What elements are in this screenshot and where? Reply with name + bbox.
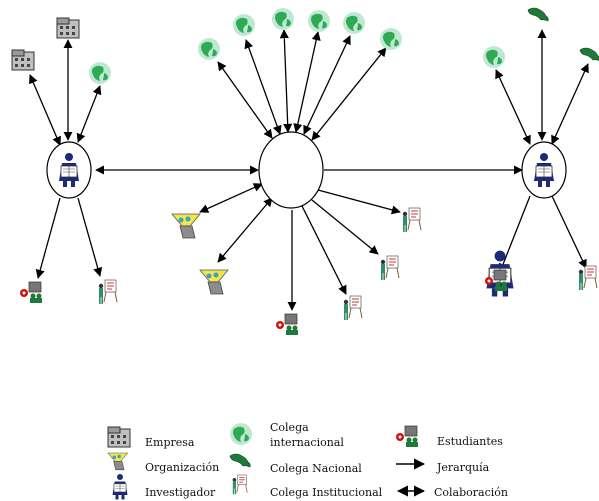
organization-icon	[199, 269, 229, 295]
presenter-icon	[98, 279, 118, 305]
building-icon	[107, 426, 131, 448]
legend-label-organizacion: Organización	[145, 461, 220, 474]
hub-right	[521, 141, 567, 199]
hub-left	[46, 141, 92, 199]
presenter-icon	[232, 474, 248, 495]
legend-label-jerarquia: Jerarquía	[437, 461, 490, 474]
edge-left-globe	[76, 85, 102, 143]
globe-icon	[380, 28, 402, 50]
legend-label-investigador: Investigador	[145, 486, 216, 499]
legend-label-colaboracion: Colaboración	[434, 486, 508, 499]
edge-right-map2	[551, 63, 589, 145]
edge-left-building1	[29, 74, 61, 146]
map-icon	[229, 453, 251, 468]
presenter-icon	[578, 265, 598, 291]
edge-right-inst	[551, 195, 587, 269]
legend-label-colega-nacional: Colega Nacional	[270, 462, 362, 475]
students-icon	[19, 281, 43, 304]
building-icon	[56, 17, 80, 39]
map-icon	[579, 47, 599, 62]
presenter-icon	[343, 295, 363, 321]
presenter-icon	[402, 207, 422, 233]
edge-left-students	[35, 197, 61, 279]
edge-left-inst	[77, 197, 103, 277]
presenter-icon	[380, 255, 400, 281]
map-icon	[527, 7, 549, 22]
legend	[107, 423, 426, 500]
edge-center-top-3	[279, 29, 293, 133]
globe-icon	[233, 14, 255, 36]
globe-icon	[198, 38, 220, 60]
edge-center-top-6	[311, 47, 387, 141]
edge-center-org1	[199, 183, 263, 213]
edge-right-globe	[495, 69, 531, 145]
globe-icon	[343, 12, 365, 34]
globe-icon	[483, 46, 505, 68]
legend-label-estudiantes: Estudiantes	[437, 435, 503, 448]
building-icon	[11, 49, 35, 71]
students-icon	[275, 313, 299, 336]
legend-label-colega-internacional-2: internacional	[270, 436, 344, 449]
legend-label-empresa: Empresa	[145, 436, 195, 449]
edges	[29, 29, 589, 311]
hub-center	[258, 131, 515, 298]
edge-center-top-1	[217, 61, 273, 139]
organization-icon	[171, 213, 201, 239]
legend-label-colega-institucional: Colega Institucional	[270, 486, 383, 499]
edge-center-inst3	[301, 205, 347, 295]
researcher-icon	[112, 473, 128, 500]
edge-right-students	[498, 195, 531, 273]
edge-center-top-2	[244, 39, 282, 135]
globe-icon	[308, 10, 330, 32]
students-icon	[395, 425, 419, 448]
edge-center-inst1	[317, 189, 401, 215]
legend-label-colega-internacional-1: Colega	[270, 421, 309, 434]
organization-icon	[107, 452, 128, 471]
edge-center-top-4	[293, 31, 321, 133]
edge-center-top-5	[303, 35, 351, 135]
globe-icon	[230, 423, 252, 445]
globe-icon	[272, 8, 294, 30]
globe-icon	[89, 62, 111, 84]
edge-center-inst2	[311, 199, 379, 255]
edge-center-org2	[217, 197, 273, 263]
